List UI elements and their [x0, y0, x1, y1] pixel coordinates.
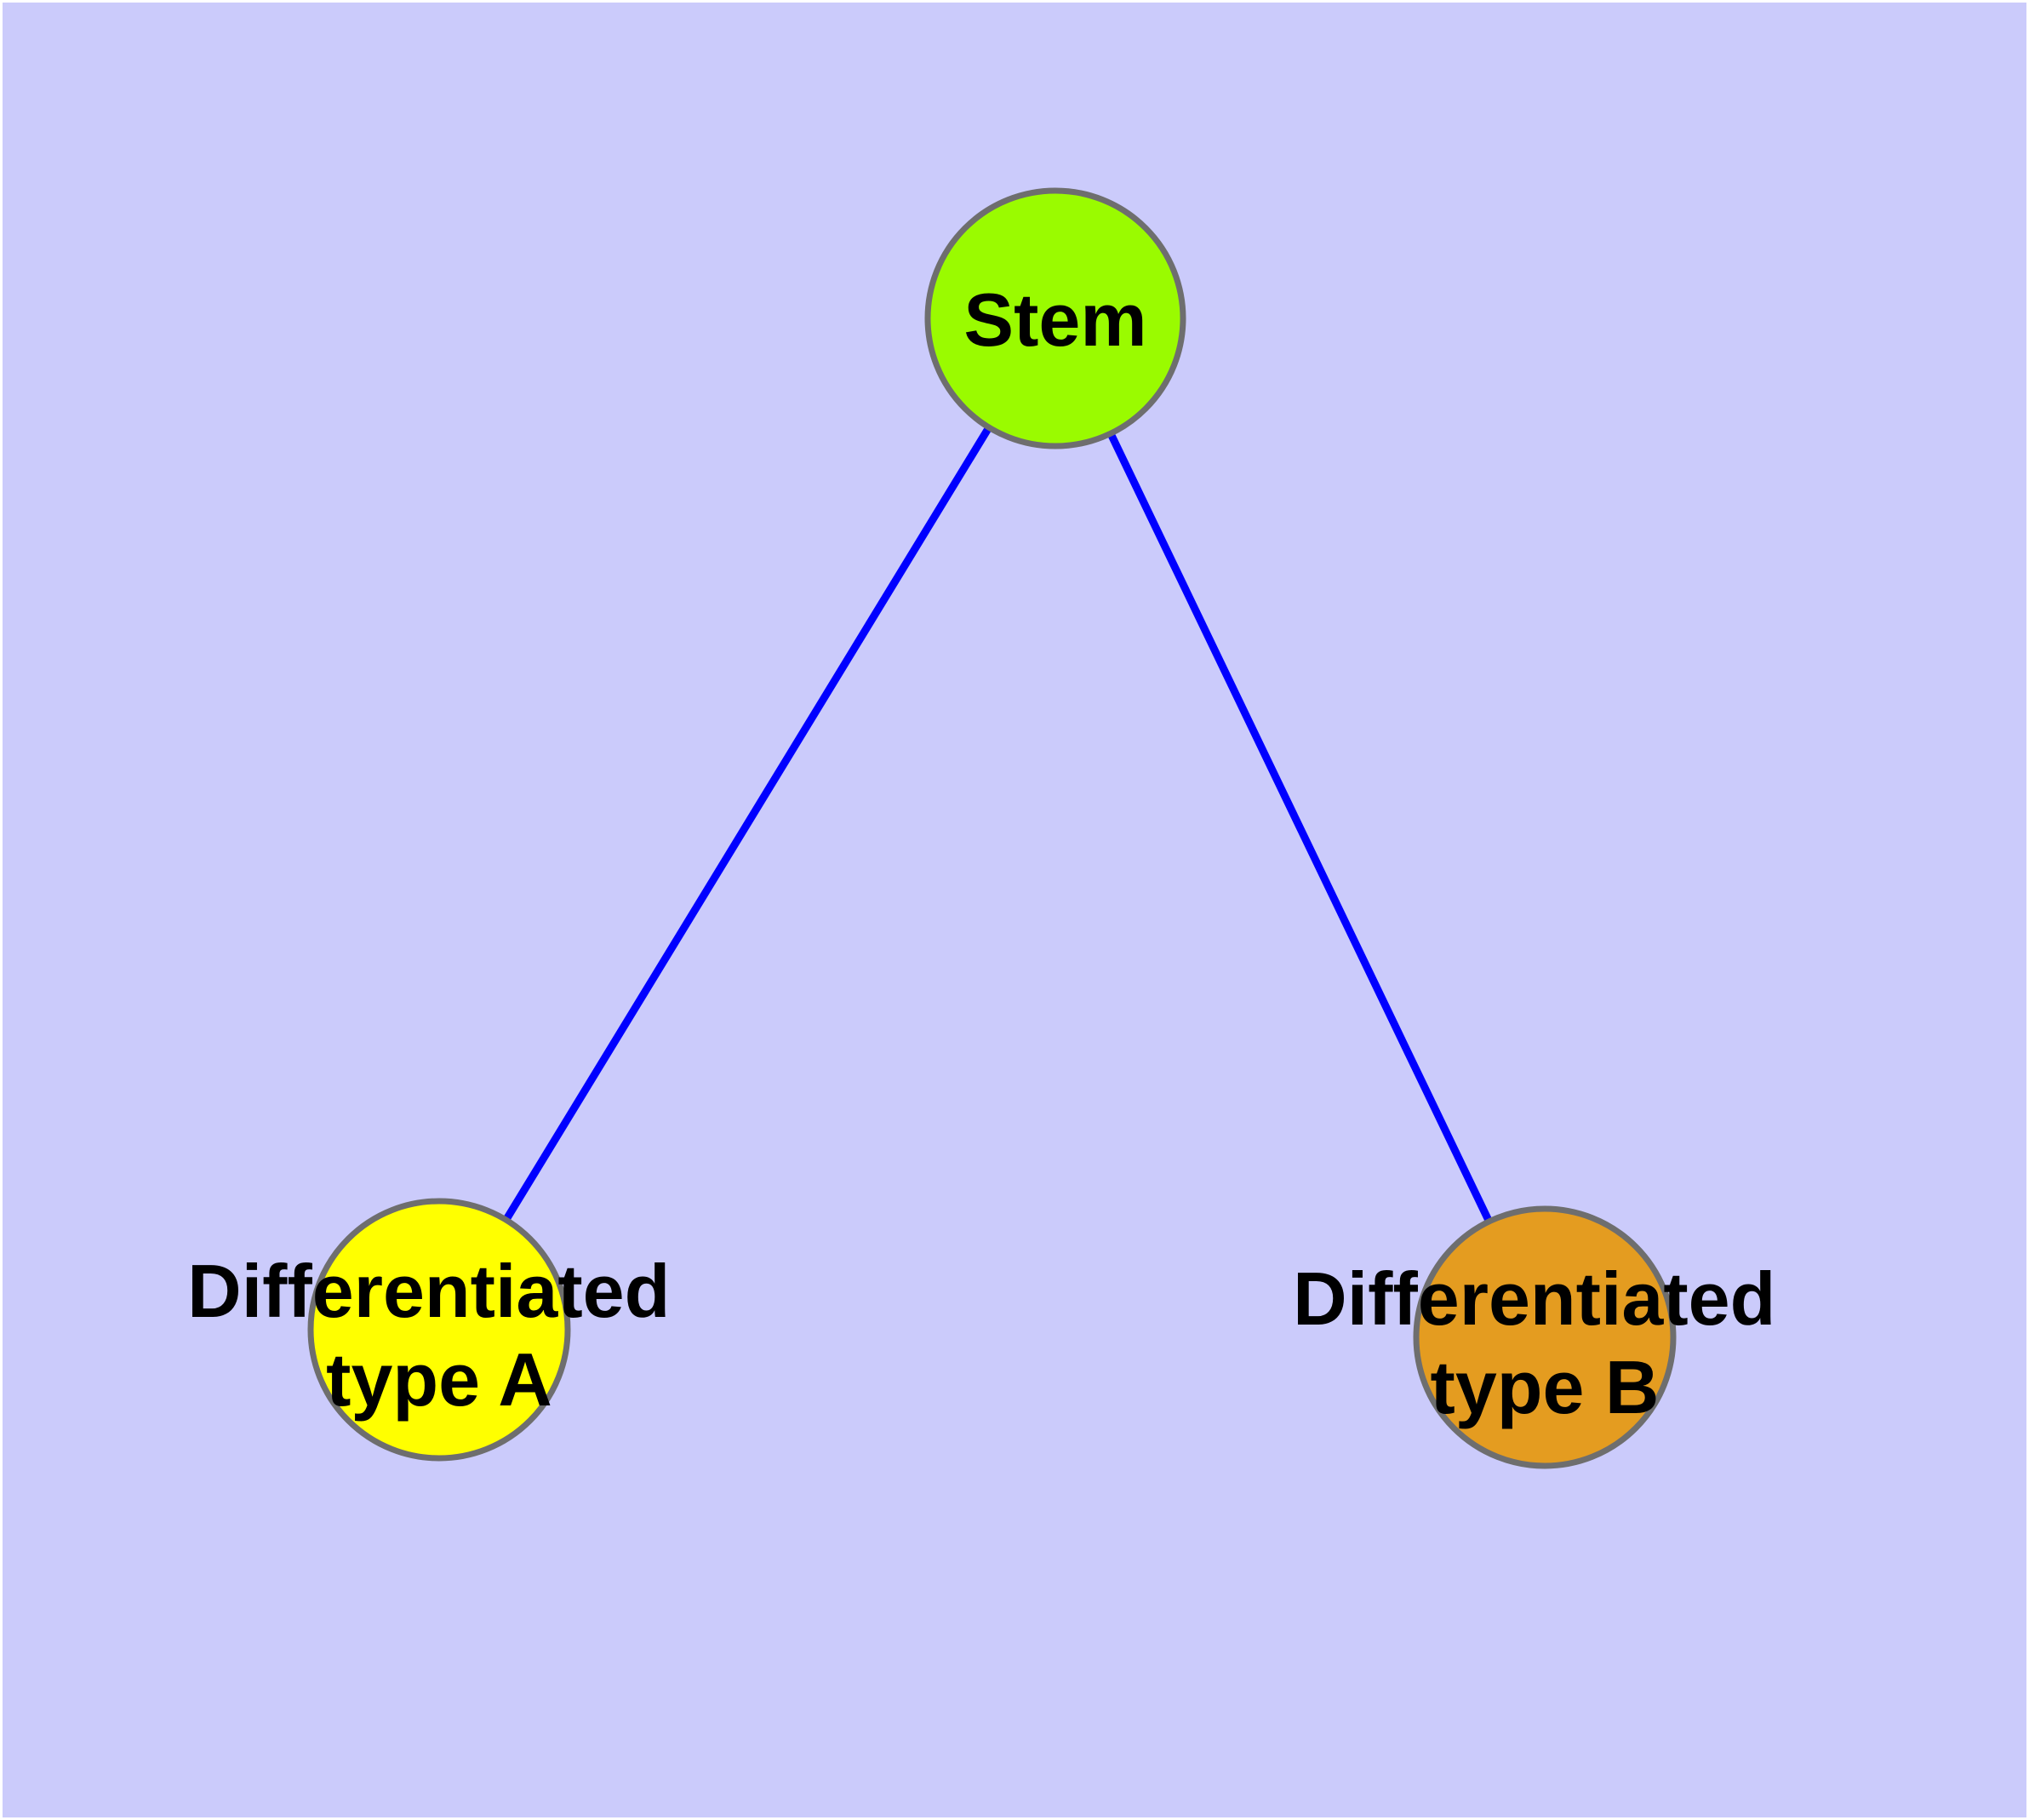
edge-stem-to-differentiated-type-a	[436, 316, 1059, 1332]
node-differentiated-type-b-label-line2: type B	[1431, 1345, 1660, 1429]
node-differentiated-type-a-label-line1: Differentiated	[187, 1249, 670, 1333]
node-differentiated-type-b-circle	[1413, 1205, 1677, 1469]
edges	[436, 316, 1549, 1339]
node-differentiated-type-b-label: Differentiated type B	[1293, 1256, 1797, 1429]
node-differentiated-type-a-label-line2: type A	[326, 1337, 552, 1422]
node-differentiated-type-a-label: Differentiated type A	[187, 1249, 691, 1422]
node-stem-label: Stem	[963, 278, 1146, 362]
edge-stem-to-differentiated-type-b	[1051, 317, 1549, 1339]
nodes	[307, 187, 1677, 1469]
node-stem-label-line1: Stem	[963, 278, 1146, 362]
node-differentiated-type-b-label-line1: Differentiated	[1293, 1256, 1775, 1341]
node-stem-circle	[924, 187, 1186, 449]
node-labels: Stem Differentiated type A Differentiate…	[187, 278, 1797, 1429]
node-differentiated-type-a-circle	[307, 1198, 571, 1462]
